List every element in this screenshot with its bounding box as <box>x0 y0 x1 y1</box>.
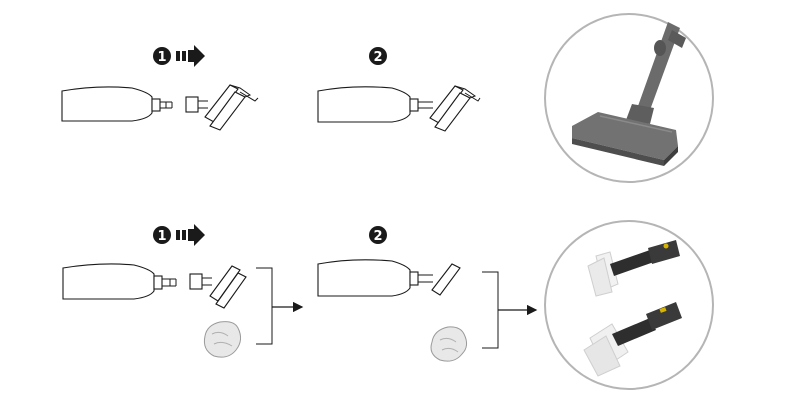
step-number: 2 <box>373 50 382 65</box>
row2-step1: 1 <box>62 224 304 358</box>
step-number-badge: 1 <box>153 226 171 244</box>
row1-step2: 2 <box>317 47 481 132</box>
extension-tube-icon <box>61 86 173 122</box>
step-number: 1 <box>157 229 166 244</box>
step-number-badge: 2 <box>369 47 387 65</box>
assembled-tube-icon <box>317 85 481 132</box>
hand-nozzle-icon <box>62 263 177 300</box>
right-arrow-icon <box>176 45 205 67</box>
combine-bracket <box>482 271 538 349</box>
floor-nozzle-on-tube-image <box>544 13 714 183</box>
adapter-brush-icon <box>189 265 247 309</box>
step-number: 2 <box>373 229 382 244</box>
step-number: 1 <box>157 50 166 65</box>
hand-nozzle-with-cloth-image <box>544 220 714 390</box>
step-number-badge: 2 <box>369 226 387 244</box>
cloth-cover-icon <box>430 326 468 362</box>
cloth-cover-icon <box>203 321 242 358</box>
right-arrow-icon <box>176 224 205 246</box>
row1-step1: 1 <box>61 45 259 131</box>
combine-bracket <box>256 267 304 345</box>
assembled-hand-nozzle-icon <box>317 259 461 297</box>
floor-nozzle-icon <box>185 84 259 131</box>
step-number-badge: 1 <box>153 47 171 65</box>
row2-step2: 2 <box>317 226 538 362</box>
